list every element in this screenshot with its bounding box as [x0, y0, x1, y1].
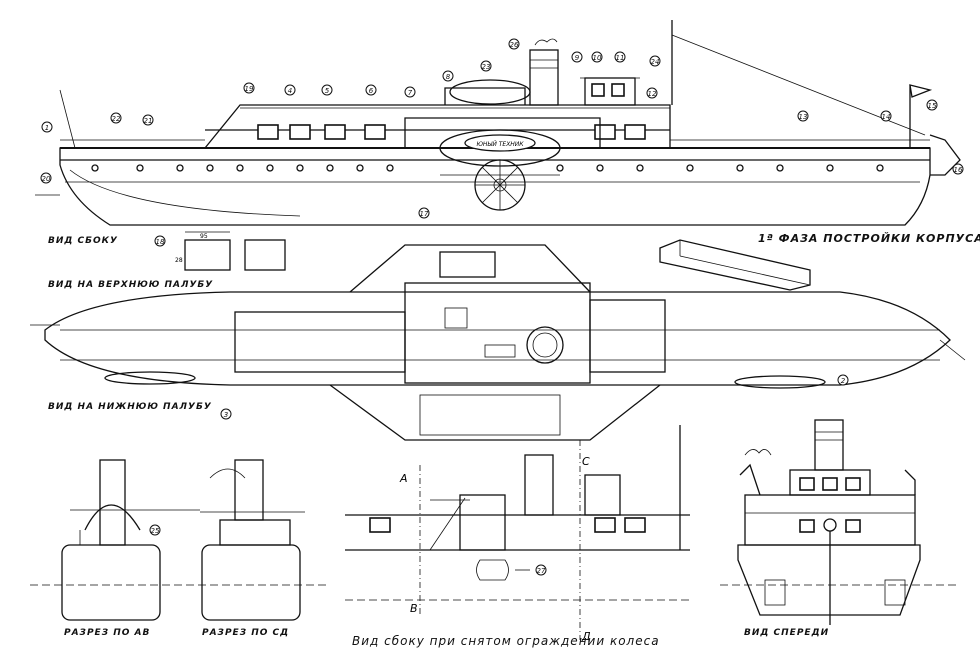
callout-9: 9: [571, 51, 583, 63]
svg-text:26: 26: [510, 41, 519, 49]
callout-14: 14: [880, 110, 892, 122]
svg-text:8: 8: [446, 73, 451, 81]
svg-text:14: 14: [882, 113, 891, 121]
label-upper-deck: ВИД НА ВЕРХНЮЮ ПАЛУБУ: [48, 280, 214, 290]
callout-19: 19: [243, 82, 255, 94]
svg-text:4: 4: [288, 87, 292, 95]
callout-11: 11: [614, 51, 626, 63]
callout-markers: 1 2 3 4 5 6 7 8 9 10 11 12 13 14 15 16 1…: [40, 38, 964, 576]
callout-4: 4: [284, 84, 296, 96]
callout-2: 2: [837, 374, 849, 386]
letter-c: С: [582, 455, 590, 468]
callout-21: 21: [142, 114, 154, 126]
front-view: [720, 419, 960, 625]
letter-d: Д: [581, 630, 591, 643]
callout-6: 6: [365, 84, 377, 96]
callout-5: 5: [321, 84, 333, 96]
svg-text:22: 22: [112, 115, 121, 123]
letter-a: А: [399, 472, 408, 485]
label-lower-deck: ВИД НА НИЖНЮЮ ПАЛУБУ: [48, 402, 212, 412]
callout-18: 18: [154, 235, 166, 247]
svg-text:19: 19: [245, 85, 254, 93]
svg-text:24: 24: [651, 58, 660, 66]
svg-text:16: 16: [954, 166, 963, 174]
svg-text:1: 1: [45, 124, 49, 132]
callout-15: 15: [926, 99, 938, 111]
svg-text:5: 5: [325, 87, 330, 95]
svg-text:23: 23: [482, 63, 491, 71]
svg-text:12: 12: [648, 90, 657, 98]
callout-27: 27: [535, 564, 547, 576]
callout-23: 23: [480, 60, 492, 72]
svg-text:3: 3: [224, 411, 228, 419]
svg-text:6: 6: [369, 87, 374, 95]
callout-24: 24: [649, 55, 661, 67]
label-phase: 1ª ФАЗА ПОСТРОЙКИ КОРПУСА: [758, 232, 980, 245]
label-section-cd: РАЗРЕЗ ПО СД: [202, 628, 290, 638]
svg-text:7: 7: [408, 89, 413, 97]
callout-10: 10: [591, 51, 603, 63]
callout-20: 20: [40, 172, 52, 184]
svg-text:2: 2: [841, 377, 846, 385]
sections: [30, 459, 330, 621]
callout-1: 1: [41, 121, 53, 133]
svg-text:17: 17: [420, 210, 429, 218]
dim-side: 28: [175, 257, 183, 264]
callout-16: 16: [952, 163, 964, 175]
letter-b: В: [410, 602, 418, 615]
callout-26: 26: [508, 38, 520, 50]
svg-text:21: 21: [144, 117, 153, 125]
svg-text:20: 20: [42, 175, 51, 183]
ship-name: ЮНЫЙ ТЕХНИК: [476, 141, 524, 148]
svg-text:13: 13: [799, 113, 808, 121]
callout-17: 17: [418, 207, 430, 219]
label-front-view: ВИД СПЕРЕДИ: [744, 628, 830, 638]
dim-top: 95: [200, 233, 208, 240]
callout-13: 13: [797, 110, 809, 122]
label-side-view: ВИД СБОКУ: [48, 236, 118, 246]
svg-text:9: 9: [575, 54, 580, 62]
side-view-elevation: ЮНЫЙ ТЕХНИК: [35, 20, 961, 226]
callout-25: 25: [149, 524, 161, 536]
svg-text:11: 11: [616, 54, 625, 62]
svg-text:27: 27: [537, 567, 546, 575]
side-view-guard-removed: [345, 425, 690, 640]
svg-text:10: 10: [593, 54, 602, 62]
callout-3: 3: [220, 408, 232, 420]
label-section-ab: РАЗРЕЗ ПО АВ: [64, 628, 151, 638]
callout-12: 12: [646, 87, 658, 99]
deck-plan-views: [30, 231, 966, 441]
callout-7: 7: [404, 86, 416, 98]
svg-text:18: 18: [156, 238, 165, 246]
callout-8: 8: [442, 70, 454, 82]
svg-text:25: 25: [151, 527, 160, 535]
callout-22: 22: [110, 112, 122, 124]
svg-text:15: 15: [928, 102, 937, 110]
label-side-view-guard-removed: Вид сбоку при снятом ограждении колеса: [352, 634, 660, 648]
